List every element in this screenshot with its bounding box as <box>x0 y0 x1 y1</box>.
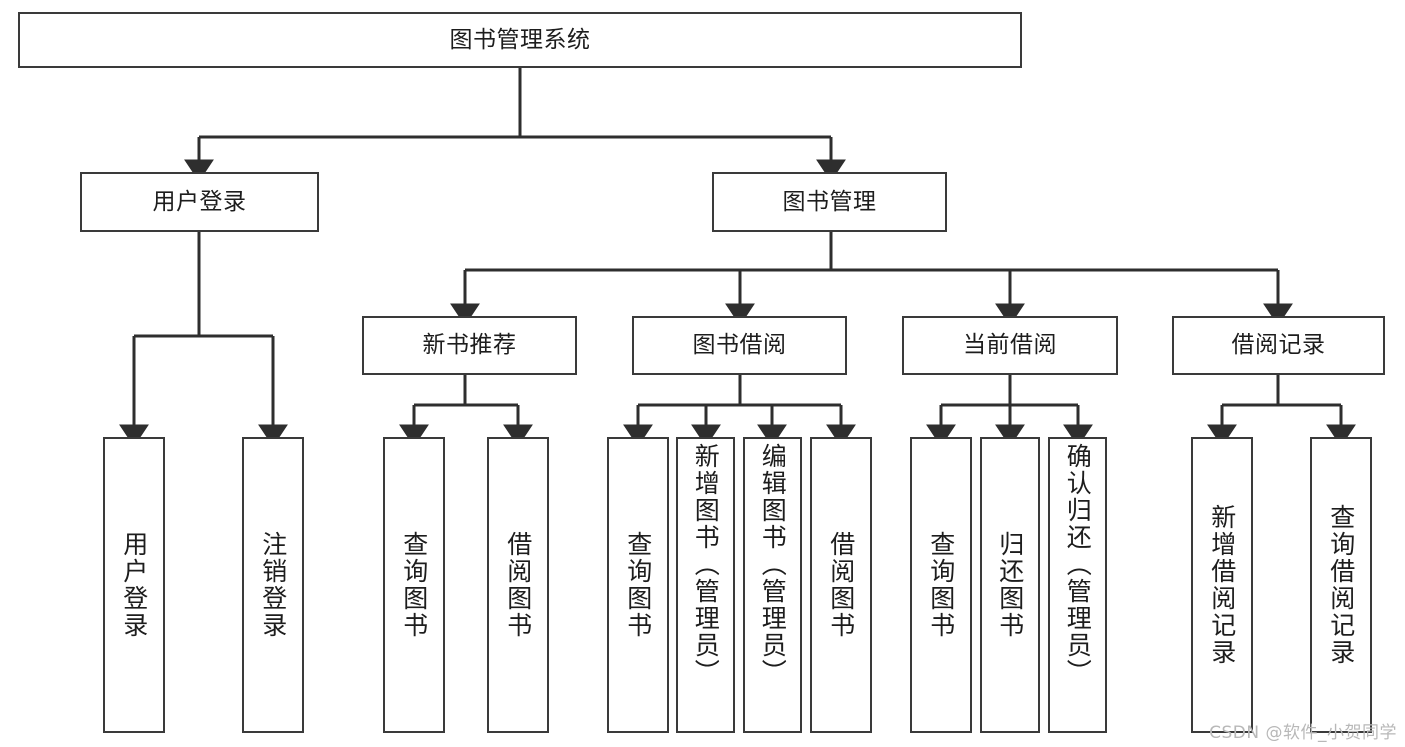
node-book-borrow[interactable]: 图书借阅 <box>632 316 847 375</box>
node-leaf-record-add-label: 新增借阅记录 <box>1207 504 1237 666</box>
node-leaf-logout-label: 注销登录 <box>258 531 288 639</box>
node-user-login[interactable]: 用户登录 <box>80 172 319 232</box>
node-leaf-newbook-query-book-label: 查询图书 <box>399 531 429 639</box>
node-borrow-record-label: 借阅记录 <box>1231 332 1326 358</box>
node-leaf-current-query-book[interactable]: 查询图书 <box>910 437 972 733</box>
node-leaf-borrow-query-book-label: 查询图书 <box>623 531 653 639</box>
node-leaf-borrow-borrow-book[interactable]: 借阅图书 <box>810 437 872 733</box>
node-borrow-record[interactable]: 借阅记录 <box>1172 316 1385 375</box>
node-leaf-logout[interactable]: 注销登录 <box>242 437 304 733</box>
node-leaf-newbook-query-book[interactable]: 查询图书 <box>383 437 445 733</box>
node-root-system[interactable]: 图书管理系统 <box>18 12 1022 68</box>
node-user-login-label: 用户登录 <box>152 188 247 215</box>
node-leaf-borrow-edit-book[interactable]: 编辑图书（管理员） <box>743 437 802 733</box>
node-book-management[interactable]: 图书管理 <box>712 172 947 232</box>
node-leaf-user-login-label: 用户登录 <box>119 531 149 639</box>
node-current-borrow[interactable]: 当前借阅 <box>902 316 1118 375</box>
node-leaf-borrow-query-book[interactable]: 查询图书 <box>607 437 669 733</box>
csdn-watermark: CSDN @软件_小贺同学 <box>1209 723 1397 743</box>
node-leaf-borrow-borrow-book-label: 借阅图书 <box>826 531 856 639</box>
node-new-book-recommend-label: 新书推荐 <box>422 332 517 358</box>
node-leaf-current-confirm-return[interactable]: 确认归还（管理员） <box>1048 437 1107 733</box>
node-leaf-newbook-borrow-book-label: 借阅图书 <box>503 531 533 639</box>
node-leaf-record-add[interactable]: 新增借阅记录 <box>1191 437 1253 733</box>
node-new-book-recommend[interactable]: 新书推荐 <box>362 316 577 375</box>
node-leaf-current-return-book-label: 归还图书 <box>995 531 1025 639</box>
node-root-system-label: 图书管理系统 <box>449 26 591 53</box>
node-leaf-borrow-edit-book-label: 编辑图书（管理员） <box>758 443 788 686</box>
node-leaf-record-query[interactable]: 查询借阅记录 <box>1310 437 1372 733</box>
node-leaf-current-query-book-label: 查询图书 <box>926 531 956 639</box>
node-leaf-user-login[interactable]: 用户登录 <box>103 437 165 733</box>
node-book-borrow-label: 图书借阅 <box>692 332 787 358</box>
node-leaf-record-query-label: 查询借阅记录 <box>1326 504 1356 666</box>
node-leaf-newbook-borrow-book[interactable]: 借阅图书 <box>487 437 549 733</box>
node-current-borrow-label: 当前借阅 <box>963 332 1057 358</box>
node-leaf-current-return-book[interactable]: 归还图书 <box>980 437 1040 733</box>
node-leaf-borrow-add-book-label: 新增图书（管理员） <box>691 443 721 686</box>
node-leaf-current-confirm-return-label: 确认归还（管理员） <box>1063 443 1093 686</box>
node-book-management-label: 图书管理 <box>782 188 877 215</box>
node-leaf-borrow-add-book[interactable]: 新增图书（管理员） <box>676 437 735 733</box>
